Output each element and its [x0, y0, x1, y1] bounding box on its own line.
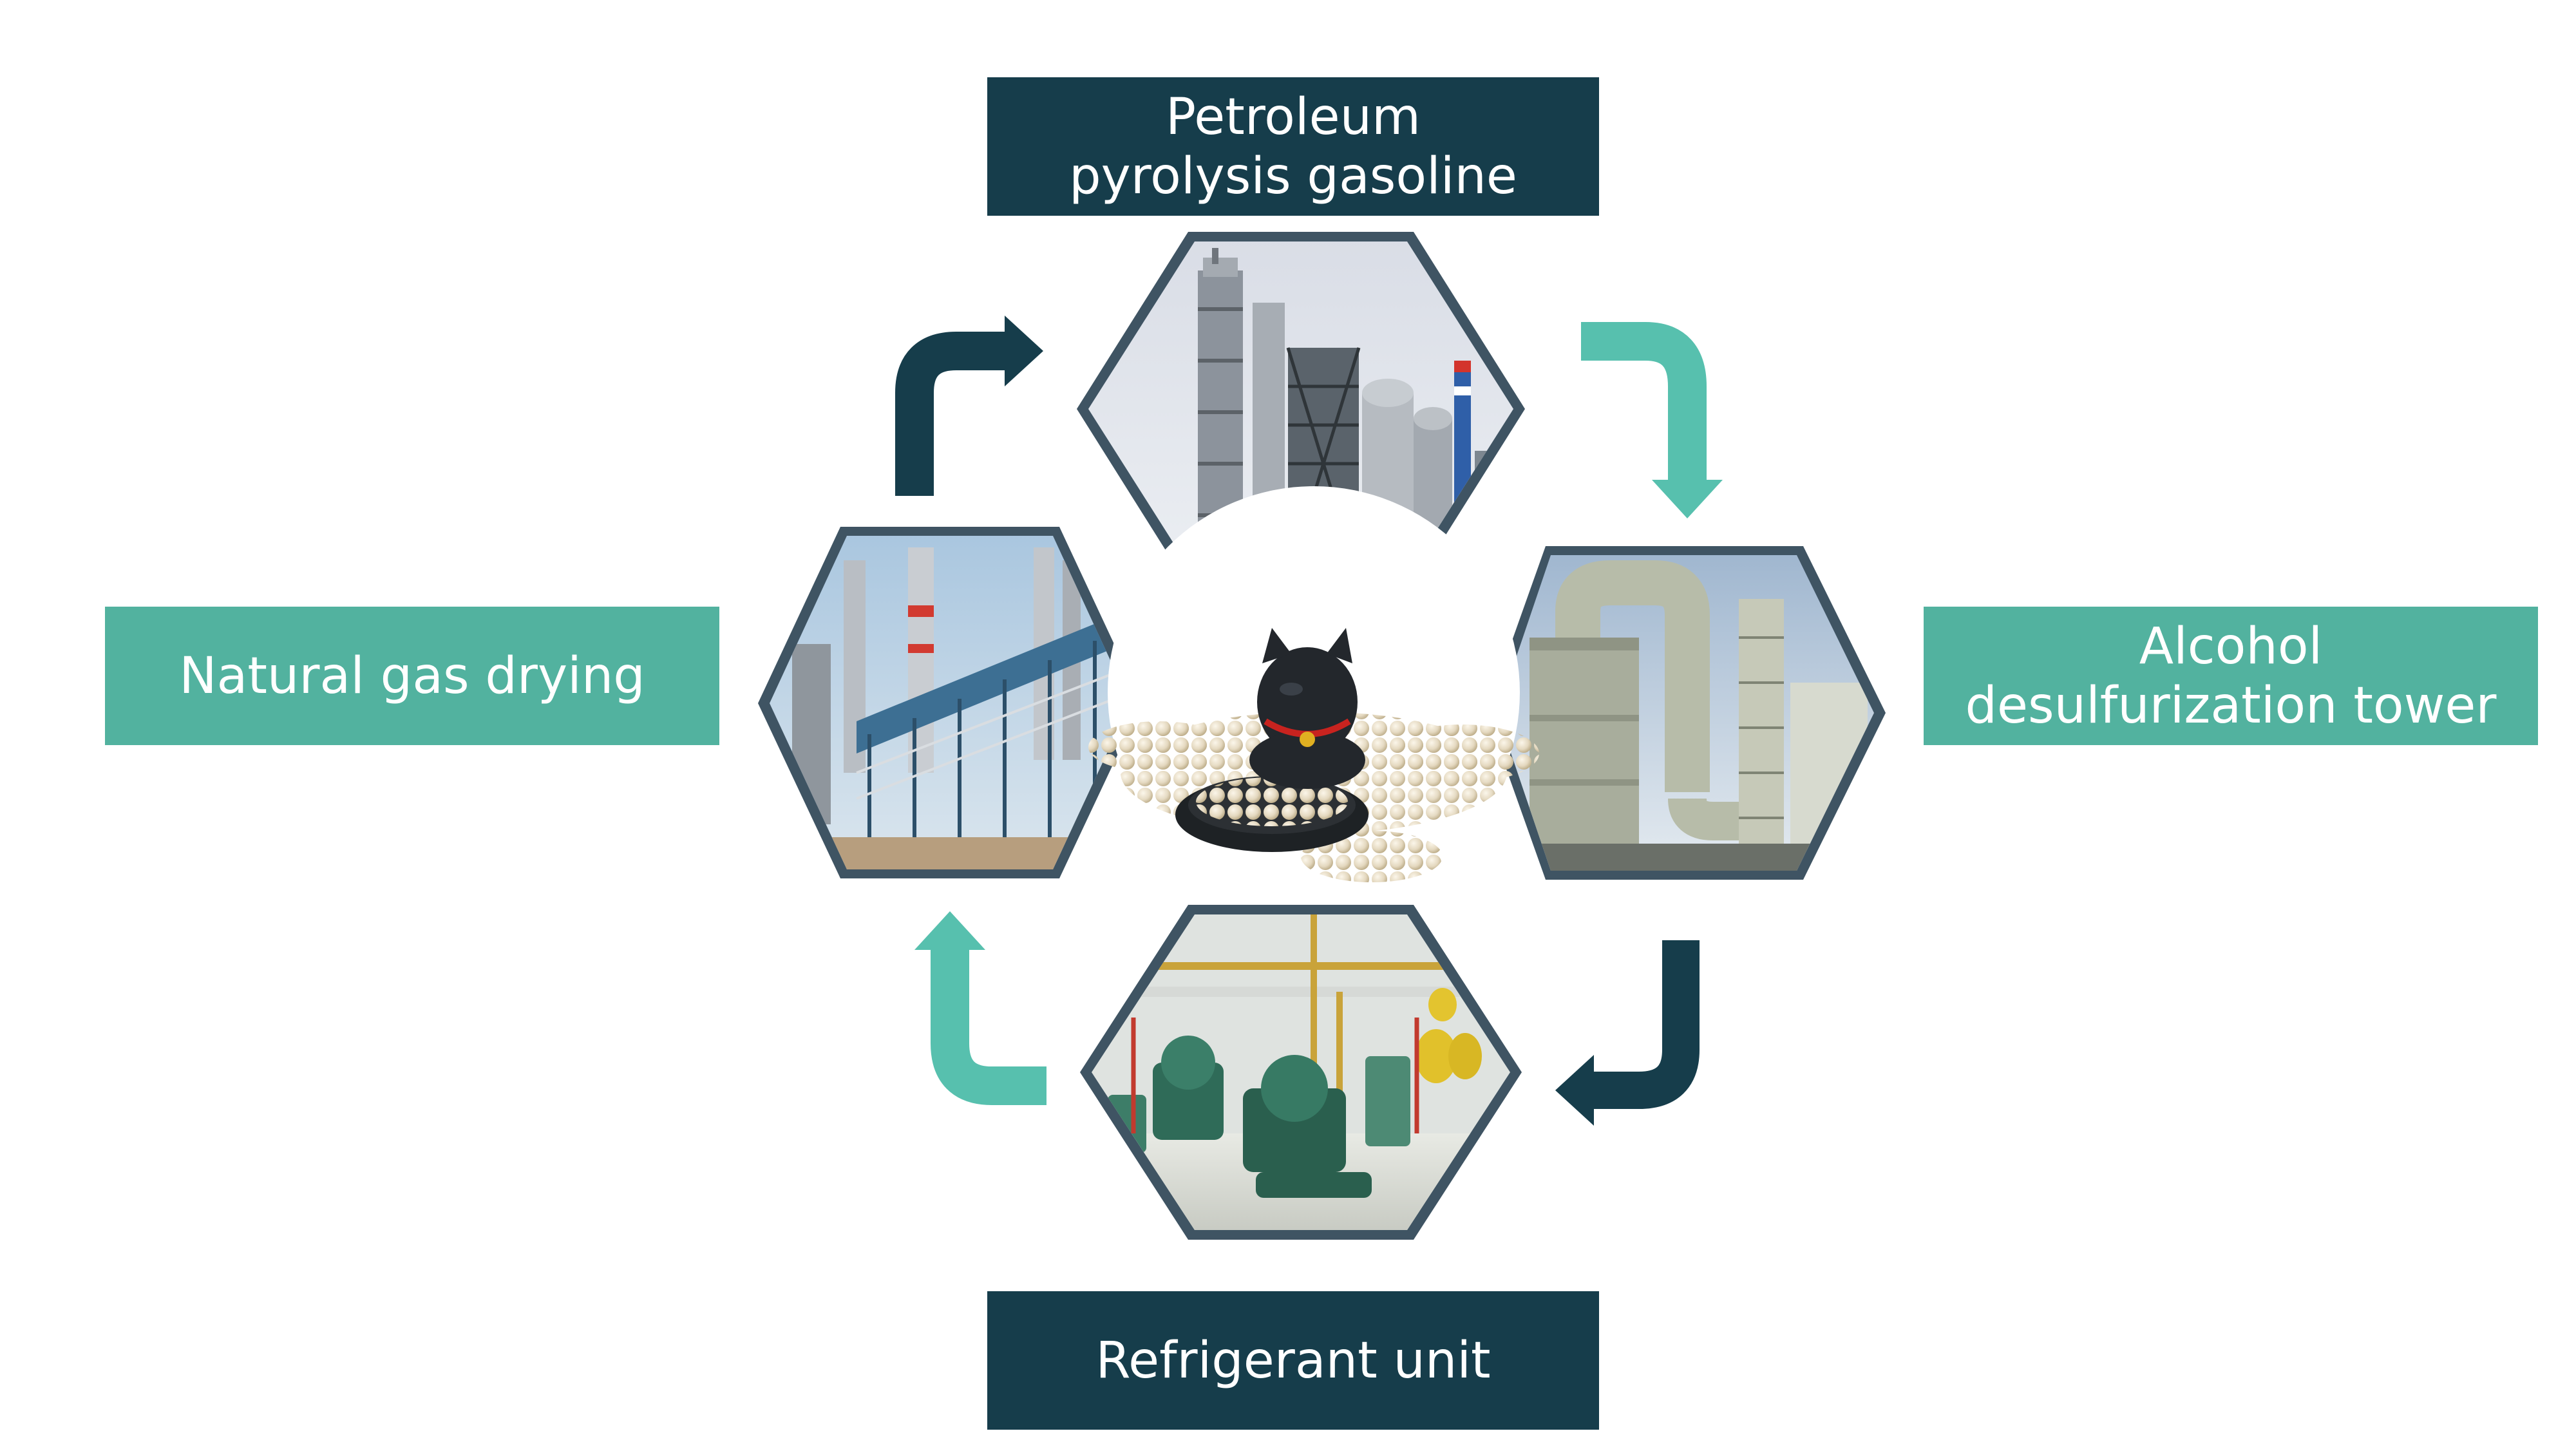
arrow-top-right [1581, 322, 1723, 518]
label-top-line1: Petroleum [1166, 88, 1421, 146]
arrow-bottom-left [914, 911, 1046, 1105]
label-right-line2: desulfurization tower [1965, 676, 2497, 735]
compressor-room-photo [1080, 905, 1522, 1240]
arrow-top-left [895, 316, 1043, 496]
label-bottom-text: Refrigerant unit [1095, 1331, 1491, 1390]
gas-plant-photo [758, 527, 1142, 878]
label-petroleum-pyrolysis-gasoline: Petroleum pyrolysis gasoline [987, 77, 1599, 216]
scrubber-tower-photo [1486, 546, 1886, 880]
label-refrigerant-unit: Refrigerant unit [987, 1291, 1599, 1430]
molecular-sieve-beads-photo [1088, 486, 1539, 898]
label-left-text: Natural gas drying [179, 647, 645, 705]
label-right-line1: Alcohol [2139, 617, 2323, 676]
arrow-bottom-right [1555, 940, 1700, 1126]
label-alcohol-desulfurization-tower: Alcohol desulfurization tower [1924, 607, 2538, 745]
label-top-line2: pyrolysis gasoline [1069, 147, 1517, 205]
cat-figurine-icon [1249, 628, 1365, 789]
label-natural-gas-drying: Natural gas drying [105, 607, 719, 745]
